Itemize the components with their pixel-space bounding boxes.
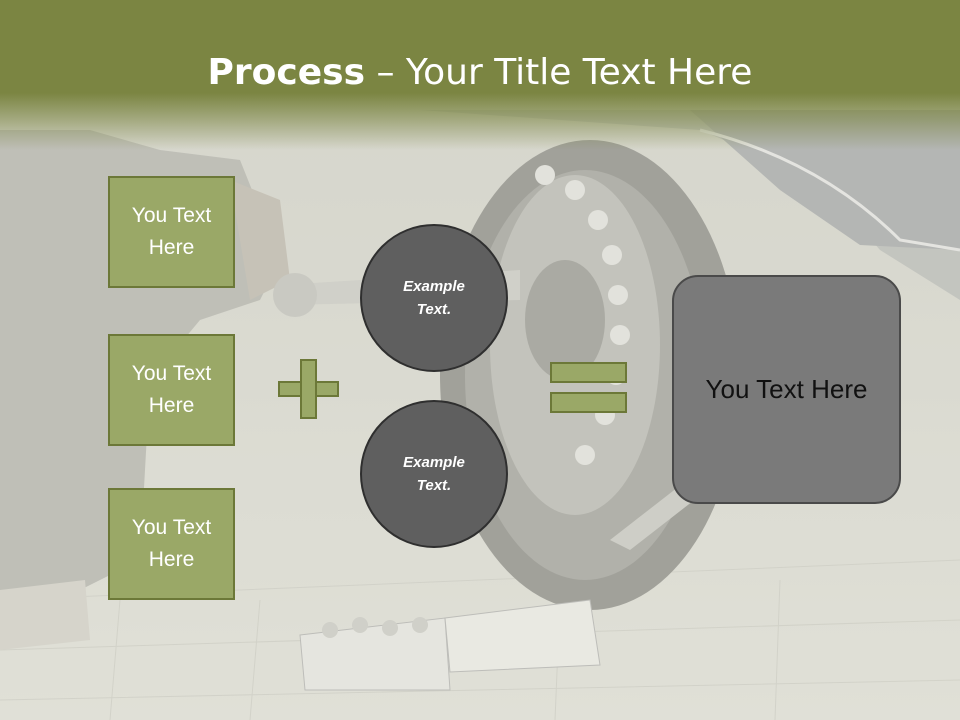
text-box[interactable]: You Text Here — [108, 488, 235, 600]
title-bold: Process — [207, 52, 366, 93]
title-rest: – Your Title Text Here — [365, 52, 753, 93]
text-box-label: You Text Here — [131, 204, 212, 259]
header-band — [0, 0, 960, 150]
example-circle-label: Example Text. — [403, 278, 465, 318]
text-box-label: You Text Here — [131, 516, 212, 571]
text-box[interactable]: You Text Here — [108, 176, 235, 288]
example-circle[interactable]: Example Text. — [360, 224, 508, 372]
slide-title: Process – Your Title Text Here — [0, 52, 960, 93]
result-box-label: You Text Here — [705, 374, 868, 404]
example-circle-label: Example Text. — [403, 454, 465, 494]
text-box[interactable]: You Text Here — [108, 334, 235, 446]
example-circle[interactable]: Example Text. — [360, 400, 508, 548]
result-box[interactable]: You Text Here — [672, 275, 901, 504]
text-box-label: You Text Here — [131, 362, 212, 417]
